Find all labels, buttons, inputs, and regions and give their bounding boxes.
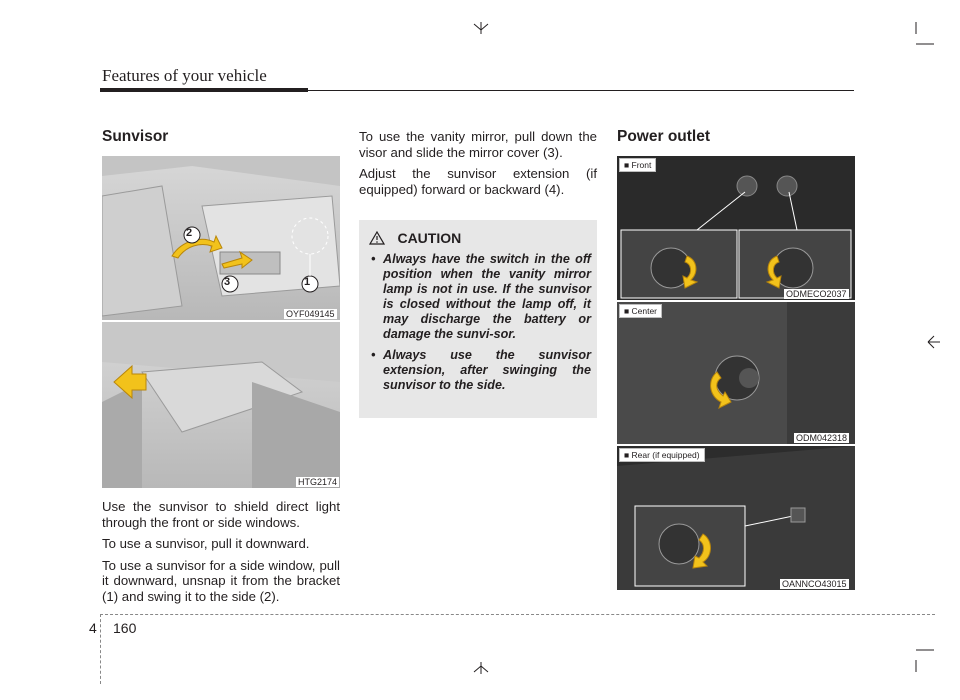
bullet-icon: • <box>371 252 376 266</box>
front-outlet-illustration <box>617 156 855 300</box>
caution-item: • Always have the switch in the off posi… <box>369 252 591 342</box>
sunvisor-illustration-2 <box>102 322 340 488</box>
power-outlet-heading: Power outlet <box>617 128 711 145</box>
image-code-odm042318: ODM042318 <box>794 433 850 443</box>
callout-2: 2 <box>186 227 193 239</box>
power-outlet-photo-front: ■ Front <box>617 156 855 300</box>
image-code-odmeco2037: ODMECO2037 <box>784 289 849 299</box>
center-tag: ■ Center <box>619 304 663 318</box>
running-header-title: Features of your vehicle <box>102 66 267 85</box>
footer-dashed-rule <box>100 614 935 615</box>
footer-vertical-dashed-rule <box>100 614 101 684</box>
caution-item-text: Always use the sunvisor extension, after… <box>383 348 591 392</box>
vanity-paragraph: To use the vanity mirror, pull down the … <box>359 129 597 160</box>
page-number: 160 <box>113 620 137 636</box>
sunvisor-paragraph: To use a sunvisor for a side window, pul… <box>102 557 340 604</box>
sunvisor-illustration-1 <box>102 156 340 317</box>
power-outlet-photo-center: ■ Center <box>617 302 855 444</box>
vanity-paragraph: Adjust the sunvisor extension (if equipp… <box>359 166 597 197</box>
image-code-htg2174: HTG2174 <box>296 477 340 487</box>
sunvisor-paragraph: To use a sunvisor, pull it downward. <box>102 536 310 551</box>
sunvisor-body: Use the sunvisor to shield direct light … <box>102 499 340 610</box>
callout-3: 3 <box>224 276 231 288</box>
rear-tag: ■ Rear (if equipped) <box>619 448 705 462</box>
sunvisor-paragraph: Use the sunvisor to shield direct light … <box>102 499 340 530</box>
rear-outlet-illustration <box>617 446 855 590</box>
caution-item-text: Always have the switch in the off positi… <box>383 252 591 341</box>
callout-1: 1 <box>304 276 311 288</box>
section-number: 4 <box>89 620 97 636</box>
bullet-icon: • <box>371 348 376 362</box>
image-code-oyf049145: OYF049145 <box>284 309 337 319</box>
caution-item: • Always use the sunvisor extension, aft… <box>369 348 591 393</box>
header-rule-thin <box>308 90 854 91</box>
vanity-mirror-body: To use the vanity mirror, pull down the … <box>359 129 597 203</box>
caution-box: CAUTION • Always have the switch in the … <box>359 220 597 418</box>
caution-title: CAUTION <box>397 230 462 246</box>
sunvisor-photo-2 <box>102 322 340 488</box>
caution-list: • Always have the switch in the off posi… <box>369 252 591 399</box>
image-code-oannco43015: OANNCO43015 <box>780 579 849 589</box>
front-tag: ■ Front <box>619 158 657 172</box>
center-outlet-illustration <box>617 302 855 444</box>
header-rule-thick <box>100 88 308 92</box>
power-outlet-photo-rear: ■ Rear (if equipped) <box>617 446 855 590</box>
caution-header: CAUTION <box>368 230 462 248</box>
sunvisor-photo-1: 2 3 1 <box>102 156 340 320</box>
warning-triangle-icon <box>368 230 386 245</box>
sunvisor-heading: Sunvisor <box>102 128 169 145</box>
